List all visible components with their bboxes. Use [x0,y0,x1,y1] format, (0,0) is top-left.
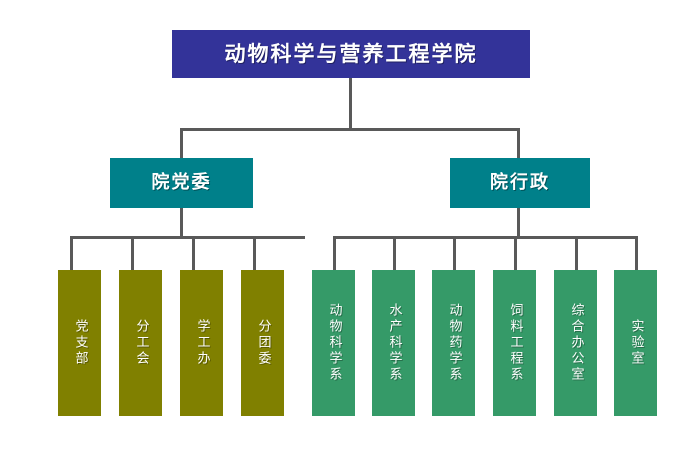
connector-party-bus [70,236,305,239]
org-node-feed-engineering-dept[interactable]: 饲料工程系 [493,270,536,416]
connector-drop-admin [517,128,520,160]
org-node-college-root[interactable]: 动物科学与营养工程学院 [172,30,530,78]
connector-admin-stem [517,208,520,238]
org-node-aquatic-science-dept[interactable]: 水产科学系 [372,270,415,416]
org-node-administration[interactable]: 院行政 [450,158,590,208]
org-node-party-committee[interactable]: 院党委 [110,158,253,208]
connector-drop-party-1 [70,236,73,272]
connector-drop-admin-4 [514,236,517,272]
org-node-veterinary-pharmacy-dept[interactable]: 动物药学系 [432,270,475,416]
org-node-laboratory[interactable]: 实验室 [614,270,657,416]
org-node-general-office[interactable]: 综合办公室 [554,270,597,416]
connector-drop-admin-5 [575,236,578,272]
connector-drop-admin-1 [333,236,336,272]
connector-drop-admin-2 [393,236,396,272]
connector-drop-admin-6 [635,236,638,272]
connector-drop-party-4 [253,236,256,272]
connector-drop-party [180,128,183,160]
connector-root-bus [180,128,520,131]
connector-drop-admin-3 [453,236,456,272]
org-node-labor-union[interactable]: 分工会 [119,270,162,416]
org-node-party-branch[interactable]: 党支部 [58,270,101,416]
connector-drop-party-2 [131,236,134,272]
connector-root-stem [349,78,352,130]
connector-party-stem [180,208,183,238]
org-node-student-affairs-office[interactable]: 学工办 [180,270,223,416]
connector-drop-party-3 [192,236,195,272]
connector-admin-bus [333,236,636,239]
org-node-animal-science-dept[interactable]: 动物科学系 [312,270,355,416]
org-node-youth-league-branch[interactable]: 分团委 [241,270,284,416]
